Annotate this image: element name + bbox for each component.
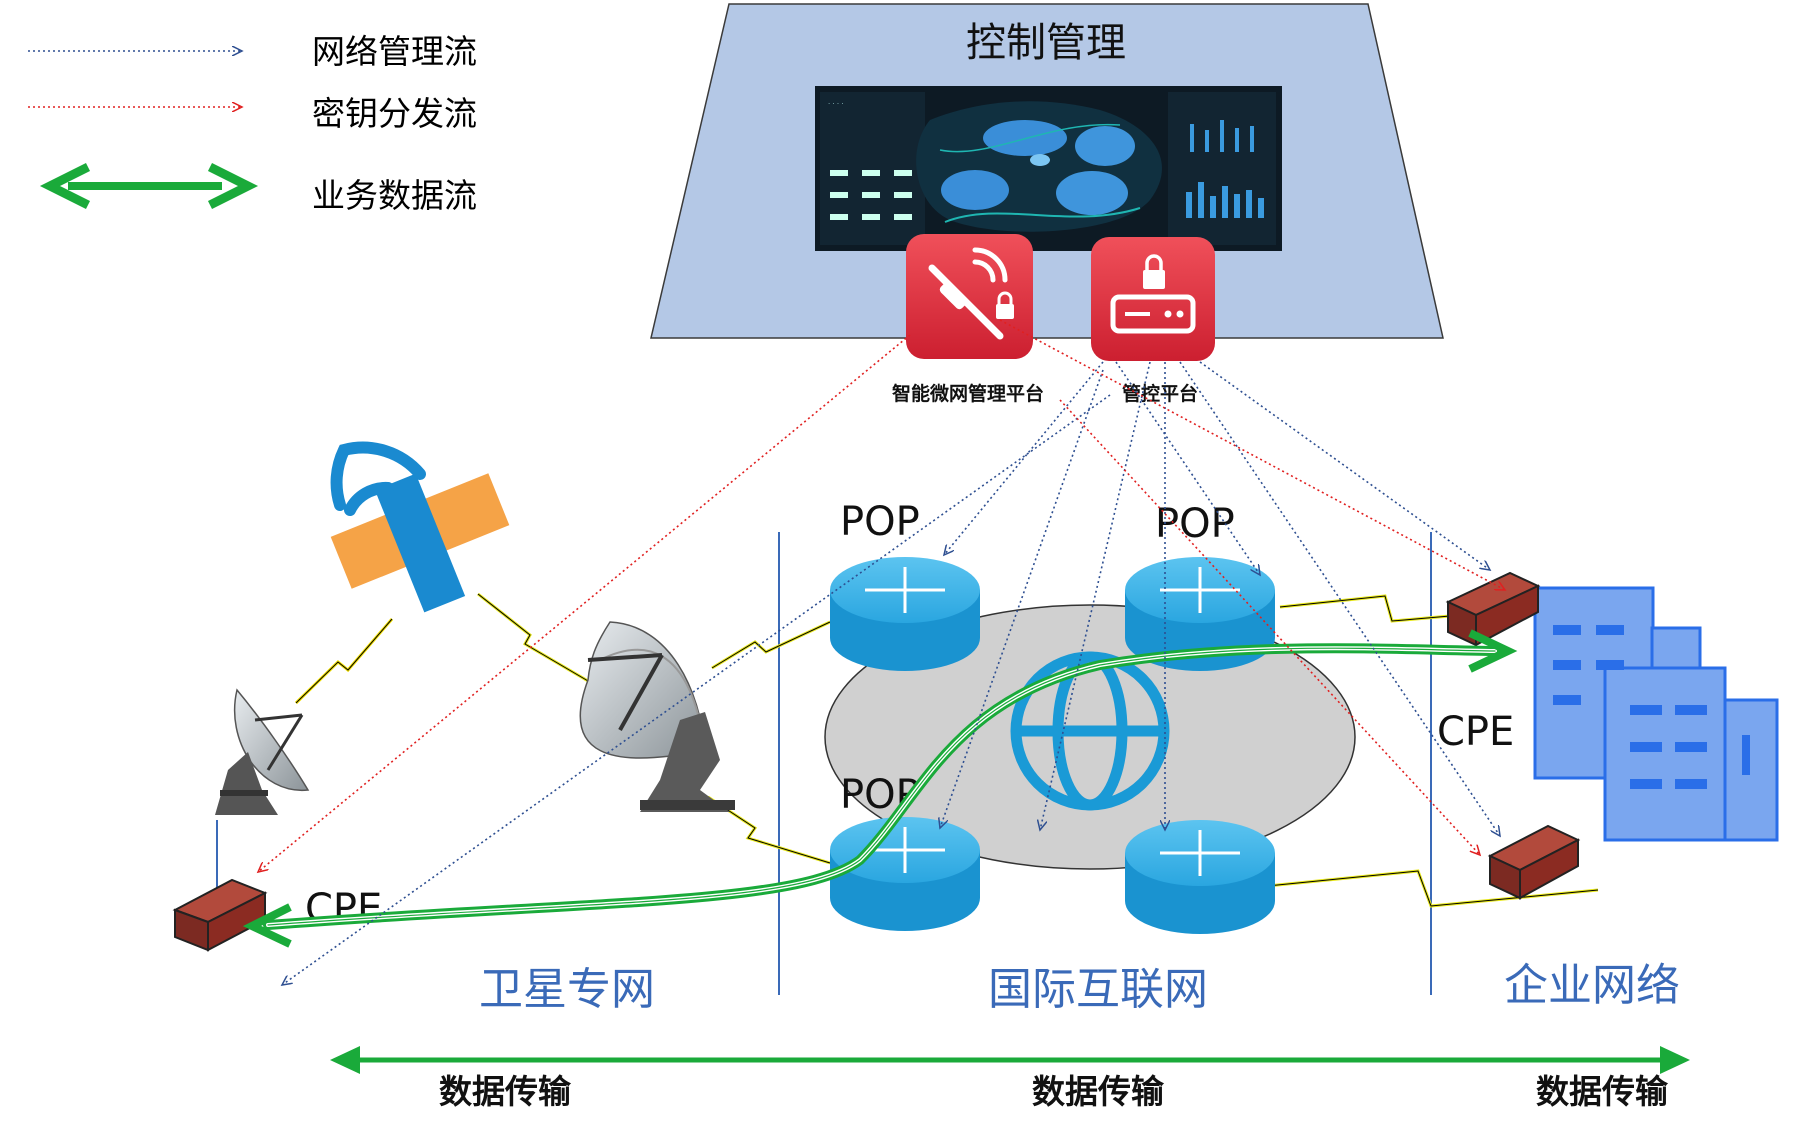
legend-data-label: 业务数据流 (312, 176, 477, 215)
satellite-dish-large (579, 621, 735, 812)
pop-label-top-right: POP (1155, 501, 1235, 547)
zone-label-internet: 国际互联网 (988, 964, 1208, 1015)
pop-router-bottom-left[interactable] (830, 817, 980, 931)
key-distribution-lines (258, 319, 1505, 872)
internet-cloud (824, 604, 1356, 870)
data-flow-arrowhead-left (242, 903, 292, 948)
legend-key-label: 密钥分发流 (312, 94, 477, 133)
pop-label-top-left: POP (840, 499, 920, 545)
micro-grid-platform-icon[interactable] (906, 234, 1033, 359)
cpe-device-left[interactable] (172, 878, 268, 952)
satellite-icon (330, 441, 510, 613)
management-flow-lines (282, 361, 1500, 985)
zone-label-satellite: 卫星专网 (479, 964, 655, 1015)
micro-grid-platform-label: 智能微网管理平台 (892, 382, 1044, 405)
control-panel: 控制管理 · · · · (650, 3, 1444, 405)
globe-icon (1010, 651, 1170, 811)
zone-label-enterprise: 企业网络 (1504, 960, 1680, 1011)
svg-text:· · · ·: · · · · (828, 100, 844, 108)
satellite-dish-small (215, 688, 310, 815)
control-title: 控制管理 (966, 20, 1126, 66)
legend: 网络管理流 密钥分发流 业务数据流 (28, 32, 477, 215)
cpe-device-bottom-right[interactable] (1487, 824, 1581, 900)
data-flow-arrowhead-right (1468, 629, 1518, 673)
legend-management-label: 网络管理流 (312, 32, 477, 71)
cpe-device-top-right[interactable] (1445, 571, 1541, 647)
transfer-label-middle: 数据传输 (1032, 1072, 1165, 1111)
control-platform-label: 管控平台 (1122, 382, 1198, 405)
control-platform-icon[interactable] (1091, 237, 1215, 361)
legend-data-arrow (39, 162, 259, 210)
business-data-flow (263, 643, 1500, 930)
pop-router-bottom-right[interactable] (1125, 820, 1275, 934)
pop-router-top-left[interactable] (830, 557, 980, 671)
transfer-label-left: 数据传输 (439, 1072, 572, 1111)
dashboard-screen: · · · · (815, 86, 1282, 251)
transfer-label-right: 数据传输 (1536, 1072, 1669, 1111)
enterprise-building-icon (1533, 586, 1779, 842)
data-transmission-arrow (330, 1046, 1690, 1074)
cpe-label-right: CPE (1437, 709, 1514, 755)
